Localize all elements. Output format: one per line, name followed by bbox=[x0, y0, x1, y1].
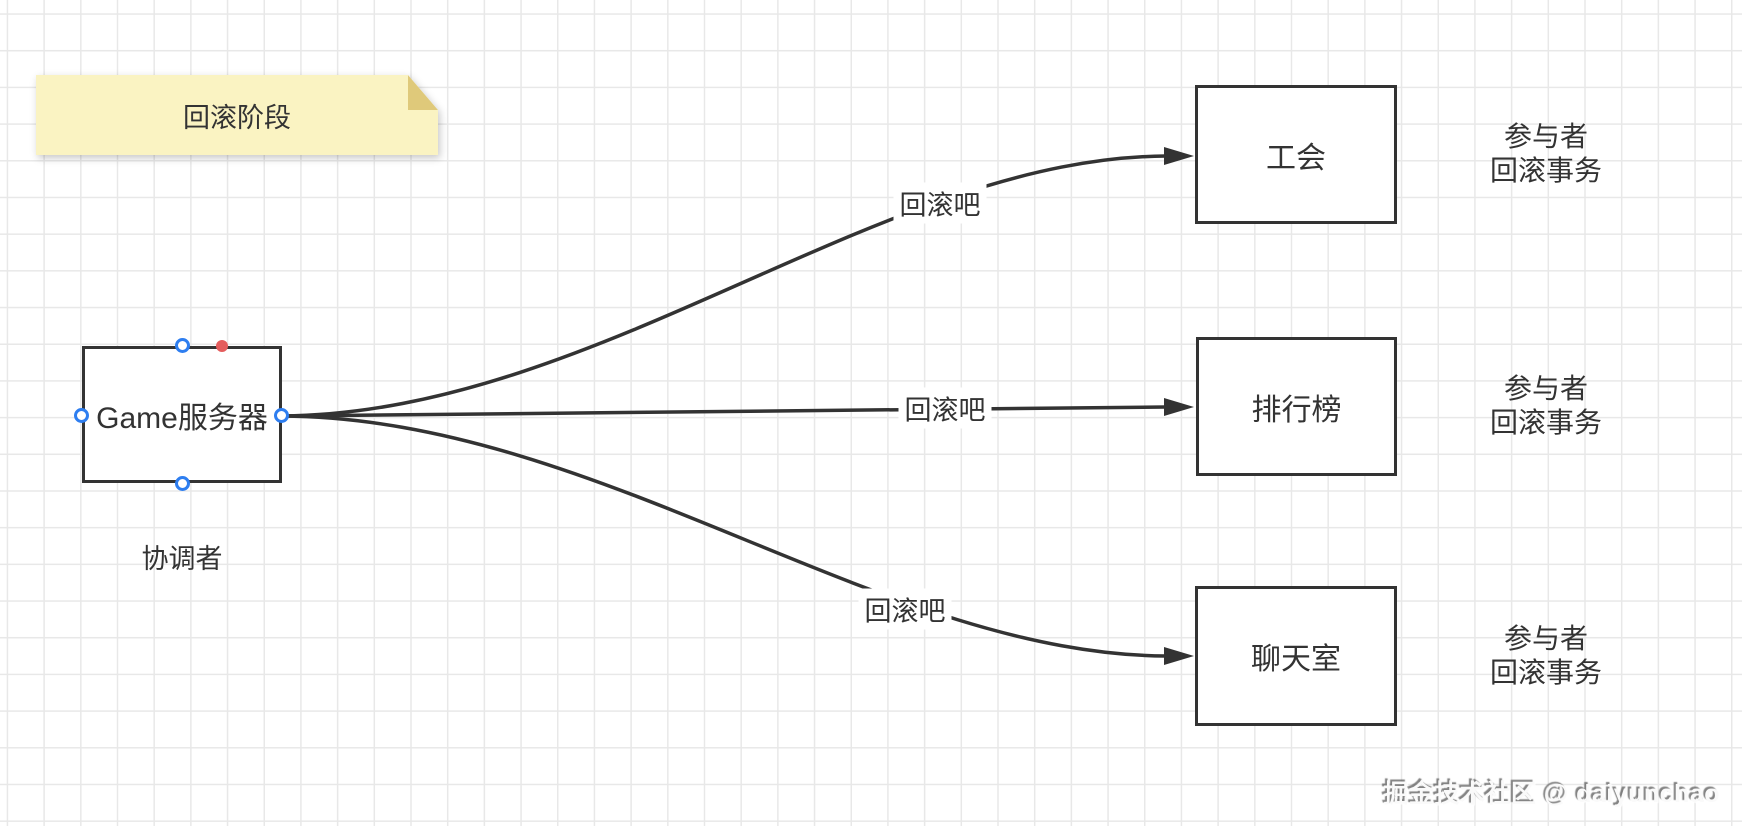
participant-annotation-rank[interactable]: 参与者 回滚事务 bbox=[1446, 372, 1646, 440]
connection-handle-left[interactable] bbox=[74, 408, 89, 423]
sticky-note[interactable]: 回滚阶段 bbox=[36, 75, 438, 155]
connection-handle-right[interactable] bbox=[274, 408, 289, 423]
annotation-line1: 参与者 bbox=[1503, 121, 1588, 152]
sticky-note-fold-corner bbox=[408, 75, 438, 110]
participant-annotation-guild[interactable]: 参与者 回滚事务 bbox=[1446, 120, 1646, 188]
edge-to-rank-path[interactable] bbox=[281, 405, 1167, 418]
edge-label-rank[interactable]: 回滚吧 bbox=[898, 387, 992, 429]
edge-to-guild-arrow-icon bbox=[1164, 147, 1194, 165]
watermark: 掘金技术社区 @ daiyunchao bbox=[1383, 780, 1720, 808]
edge-to-chat-arrow-icon bbox=[1164, 647, 1194, 665]
edge-label-chat[interactable]: 回滚吧 bbox=[858, 588, 952, 630]
red-marker-dot bbox=[216, 340, 228, 352]
participant-node-guild[interactable]: 工会 bbox=[1195, 85, 1397, 224]
coordinator-node-label: Game服务器 bbox=[96, 401, 268, 435]
coordinator-role-label[interactable]: 协调者 bbox=[141, 544, 223, 574]
annotation-line1: 参与者 bbox=[1503, 623, 1588, 654]
participant-node-chat-label: 聊天室 bbox=[1251, 643, 1341, 676]
annotation-line2: 回滚事务 bbox=[1489, 657, 1602, 688]
participant-node-guild-label: 工会 bbox=[1266, 141, 1326, 175]
annotation-line2: 回滚事务 bbox=[1489, 407, 1602, 438]
participant-annotation-chat[interactable]: 参与者 回滚事务 bbox=[1446, 622, 1646, 690]
annotation-line2: 回滚事务 bbox=[1489, 155, 1602, 186]
annotation-line1: 参与者 bbox=[1503, 373, 1588, 404]
edge-to-rank-arrow-icon bbox=[1164, 398, 1194, 416]
participant-node-chat[interactable]: 聊天室 bbox=[1195, 586, 1397, 726]
participant-node-rank[interactable]: 排行榜 bbox=[1196, 337, 1397, 476]
edge-to-guild-path[interactable] bbox=[281, 154, 1167, 418]
connection-handle-bottom[interactable] bbox=[175, 476, 190, 491]
connection-handle-top[interactable] bbox=[175, 338, 190, 353]
edge-to-chat-path[interactable] bbox=[281, 414, 1167, 658]
participant-node-rank-label: 排行榜 bbox=[1251, 393, 1342, 427]
edge-label-guild[interactable]: 回滚吧 bbox=[893, 182, 987, 224]
coordinator-node[interactable]: Game服务器 bbox=[82, 346, 282, 483]
sticky-note-text: 回滚阶段 bbox=[183, 102, 291, 133]
